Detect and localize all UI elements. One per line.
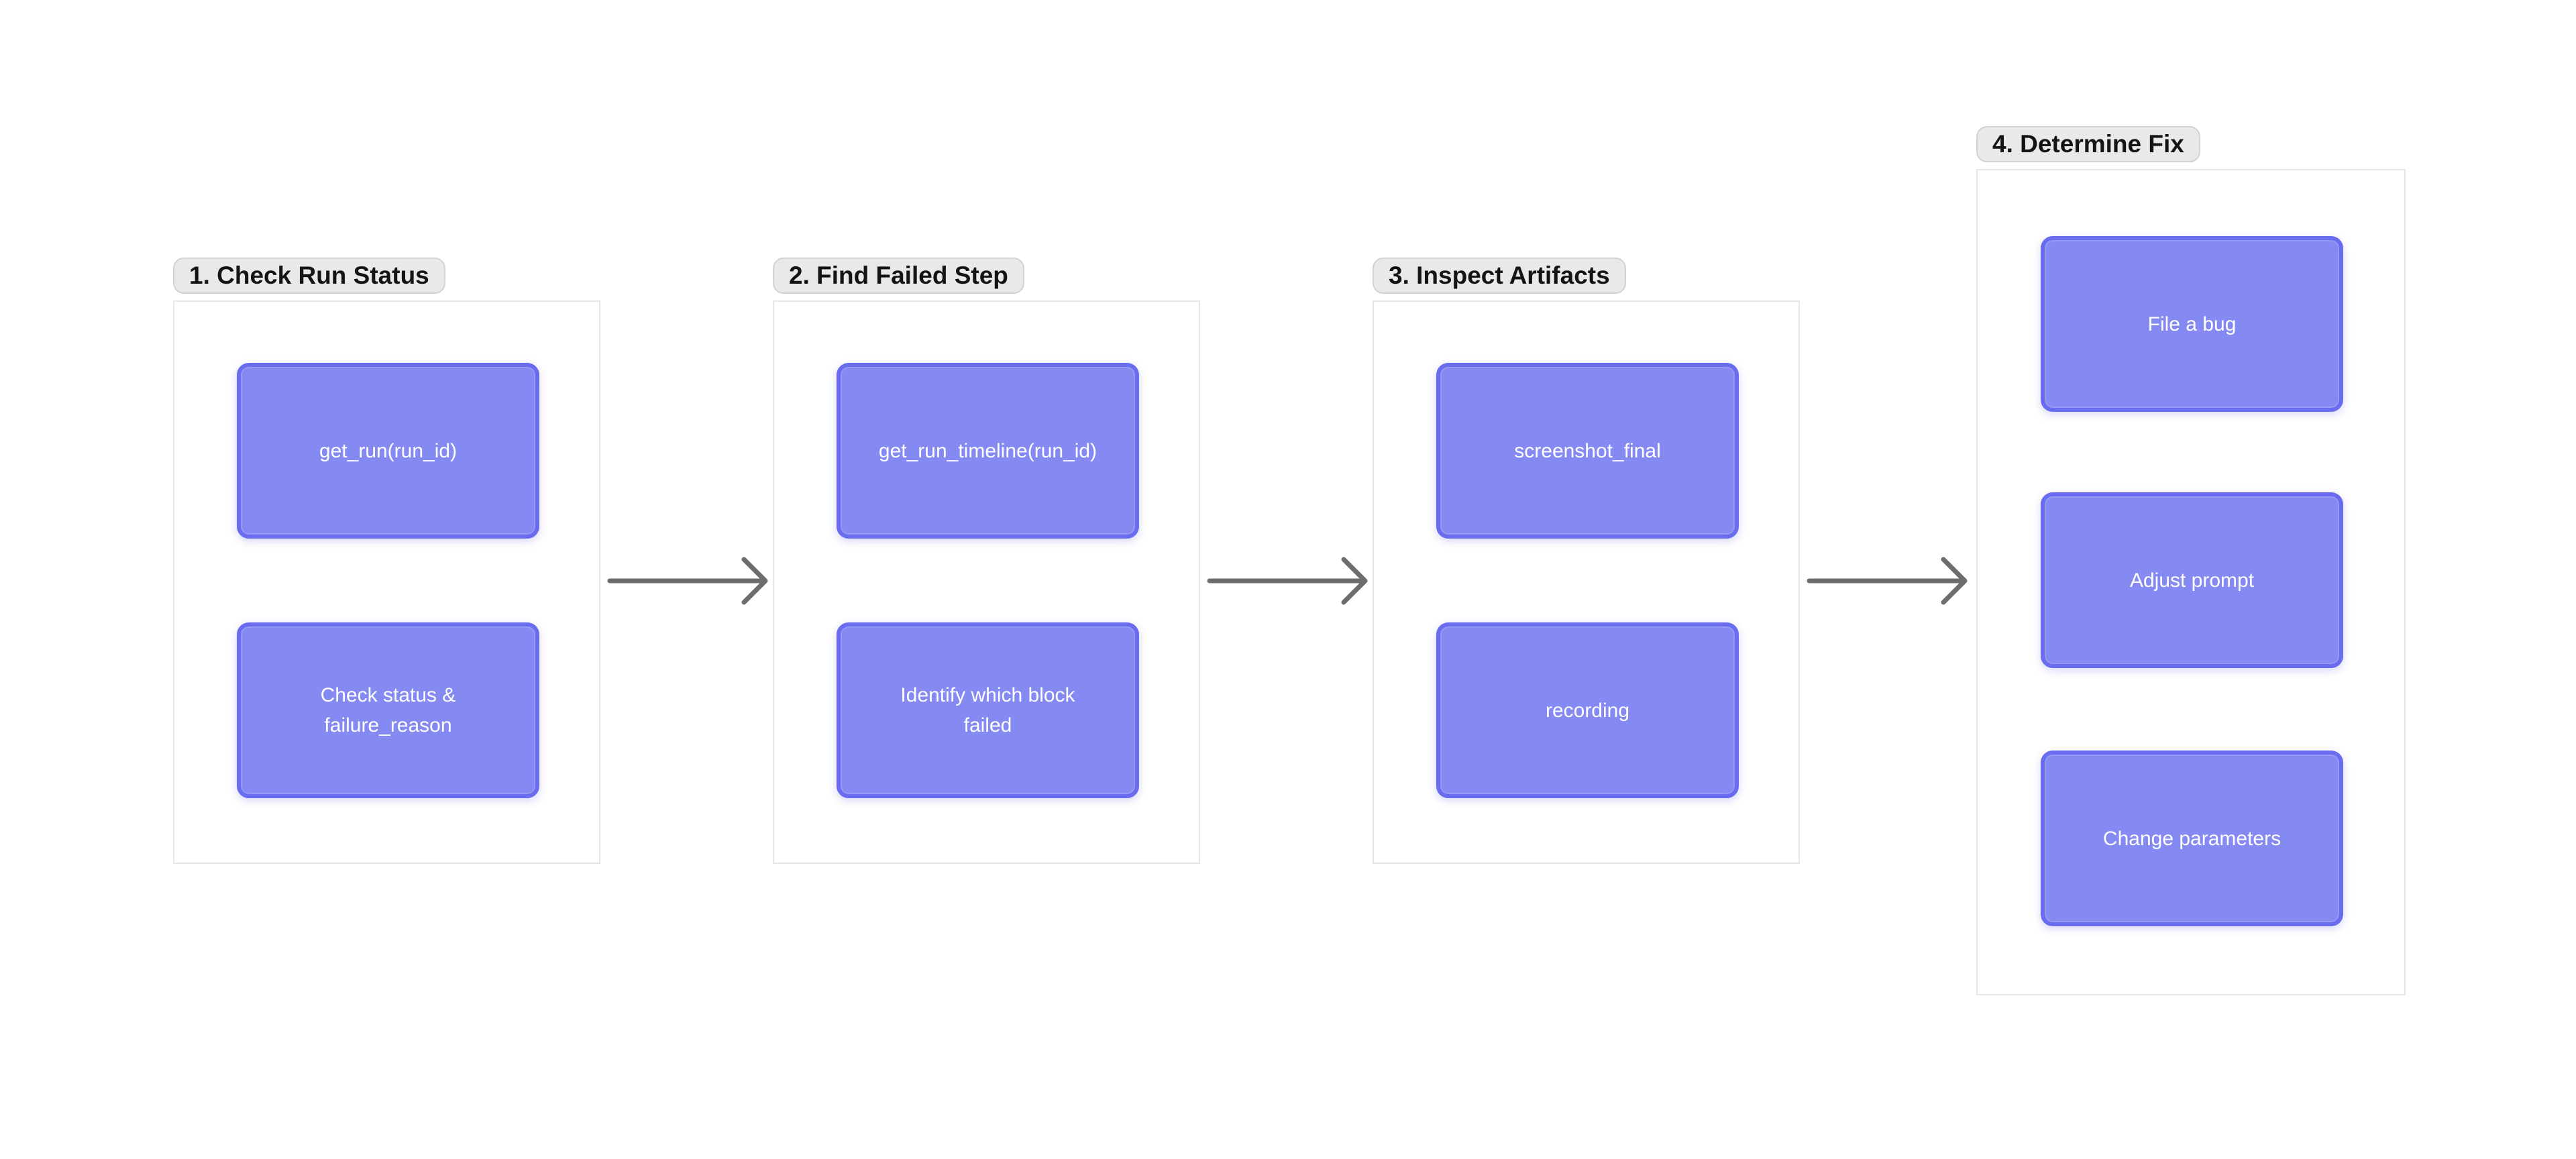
group-2-find-failed-step[interactable]: 2. Find Failed Step get_run_timeline(run… [773, 258, 1200, 864]
node-screenshot-final[interactable]: screenshot_final [1436, 363, 1739, 539]
group-1-check-run-status[interactable]: 1. Check Run Status get_run(run_id) Chec… [173, 258, 600, 864]
group-3-label-pill: 3. Inspect Artifacts [1373, 258, 1626, 294]
node-check-status-failure-reason[interactable]: Check status & failure_reason [237, 622, 539, 798]
node-adjust-prompt[interactable]: Adjust prompt [2041, 492, 2343, 668]
group-1-label-pill: 1. Check Run Status [173, 258, 445, 294]
node-change-parameters[interactable]: Change parameters [2041, 751, 2343, 926]
node-file-a-bug[interactable]: File a bug [2041, 236, 2343, 412]
node-identify-failed-block[interactable]: Identify which block failed [837, 622, 1139, 798]
right-arrow-icon [1207, 557, 1368, 605]
right-arrow-icon [1807, 557, 1968, 605]
group-3-inspect-artifacts[interactable]: 3. Inspect Artifacts screenshot_final re… [1373, 258, 1800, 864]
node-get-run-timeline[interactable]: get_run_timeline(run_id) [837, 363, 1139, 539]
node-get-run[interactable]: get_run(run_id) [237, 363, 539, 539]
group-4-determine-fix[interactable]: 4. Determine Fix File a bug Adjust promp… [1976, 126, 2406, 995]
right-arrow-icon [607, 557, 768, 605]
node-recording[interactable]: recording [1436, 622, 1739, 798]
group-2-label-pill: 2. Find Failed Step [773, 258, 1024, 294]
group-4-label-pill: 4. Determine Fix [1976, 126, 2200, 162]
